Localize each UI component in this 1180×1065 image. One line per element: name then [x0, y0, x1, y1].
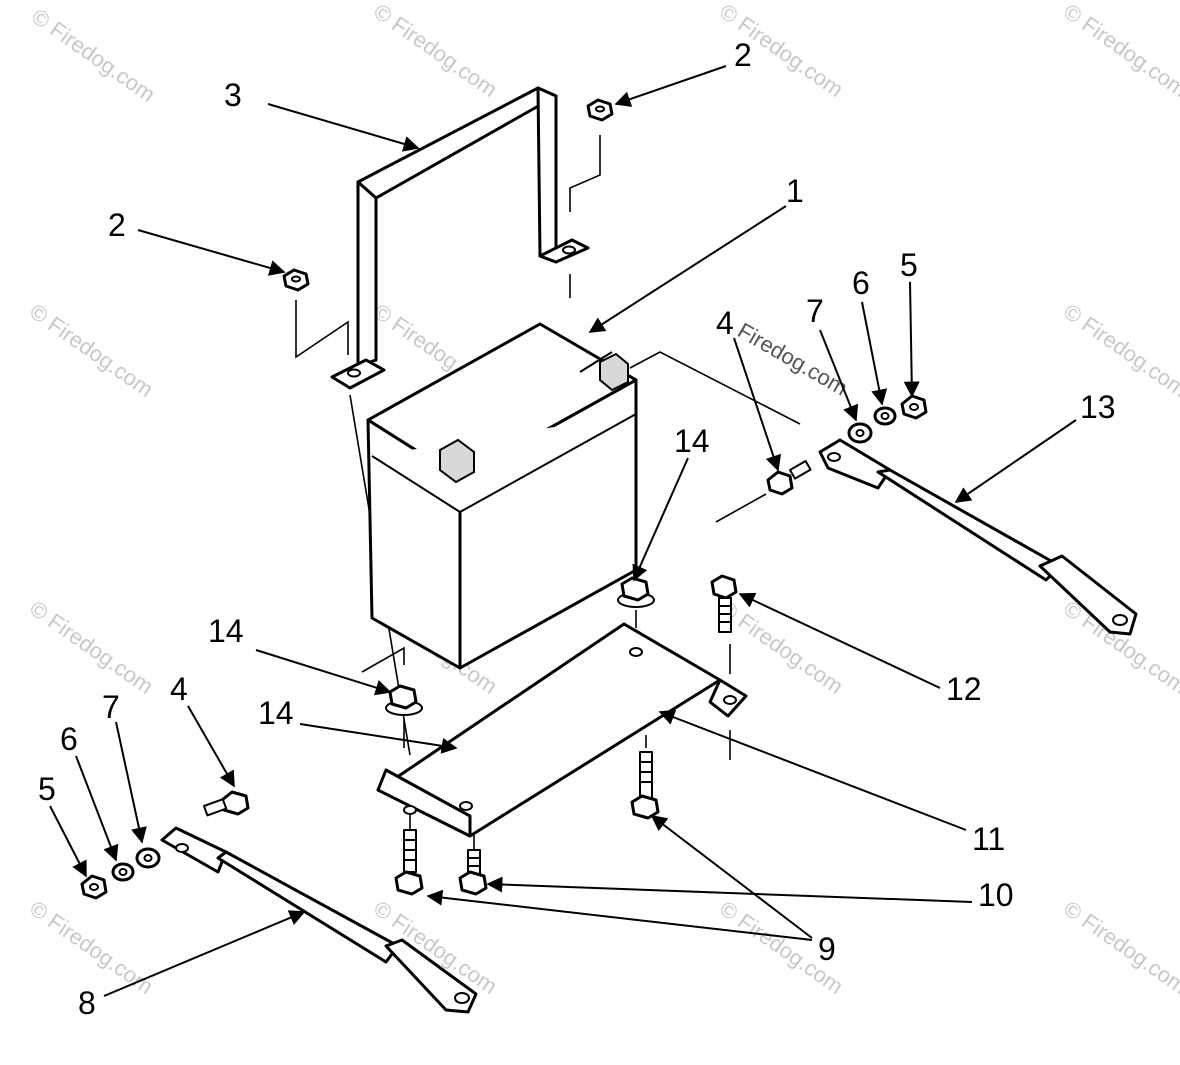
terminal-bolt-part-4: [202, 790, 250, 817]
nut-part-2: [282, 268, 310, 292]
watermark-text: © Firedog.com: [369, 0, 502, 102]
callout-12: 12: [946, 671, 982, 707]
watermark-text: © Firedog.com: [25, 596, 158, 699]
callout-11: 11: [972, 821, 1005, 857]
callout-5: 5: [900, 247, 918, 283]
bolt-part-12: [710, 574, 738, 633]
bolt-part-9: [630, 751, 660, 820]
watermark-text: © Firedog.com: [715, 596, 848, 699]
battery: [366, 322, 638, 670]
terminal-bolt-part-4: [766, 460, 812, 496]
lock-washer-part-6: [873, 406, 897, 426]
watermark-text: © Firedog.com: [1059, 0, 1180, 102]
callout-9: 9: [818, 931, 836, 967]
flange-nut-part-14: [617, 576, 655, 608]
flat-washer-part-7: [135, 847, 161, 869]
nut-part-2: [586, 98, 614, 122]
callout-13: 13: [1080, 389, 1116, 425]
terminal-nut-part-5: [900, 394, 928, 420]
terminal-nut-part-5: [80, 874, 108, 900]
callout-4: 4: [170, 671, 188, 707]
callout-7: 7: [102, 689, 120, 725]
bolt-part-10: [458, 849, 488, 896]
lock-washer-part-6: [111, 862, 135, 882]
flange-nut-part-14: [385, 684, 423, 716]
callout-4: 4: [716, 305, 734, 341]
callout-14: 14: [208, 613, 244, 649]
battery-cable-part-8: [160, 826, 478, 1014]
watermark-text: © Firedog.com: [25, 299, 158, 402]
battery-tray: [376, 622, 748, 838]
watermark-text: © Firedog.com: [1059, 299, 1180, 402]
watermark-text: © Firedog.com: [25, 896, 158, 999]
callout-7: 7: [806, 293, 824, 329]
callout-1: 1: [786, 173, 804, 209]
callout-14: 14: [674, 423, 710, 459]
battery-cable-part-13: [818, 438, 1138, 636]
hold-down-strap: [330, 86, 590, 390]
callout-labels: 1 2 2 3 4 4 5 5 6 6 7 7 8 9 10 11 12 13 …: [38, 37, 1116, 1021]
callout-2: 2: [108, 207, 126, 243]
watermark-text: © Firedog.com: [27, 4, 160, 107]
callout-14: 14: [258, 695, 294, 731]
callout-10: 10: [978, 877, 1014, 913]
callout-2: 2: [734, 37, 752, 73]
callout-3: 3: [224, 77, 242, 113]
callout-5: 5: [38, 771, 56, 807]
callout-6: 6: [852, 265, 870, 301]
flat-washer-part-7: [847, 422, 873, 444]
watermark-text: © Firedog.com: [1059, 896, 1180, 999]
leader-lines: [49, 65, 1077, 997]
callout-8: 8: [78, 985, 96, 1021]
callout-6: 6: [60, 721, 78, 757]
bolt-part-9: [394, 829, 424, 896]
